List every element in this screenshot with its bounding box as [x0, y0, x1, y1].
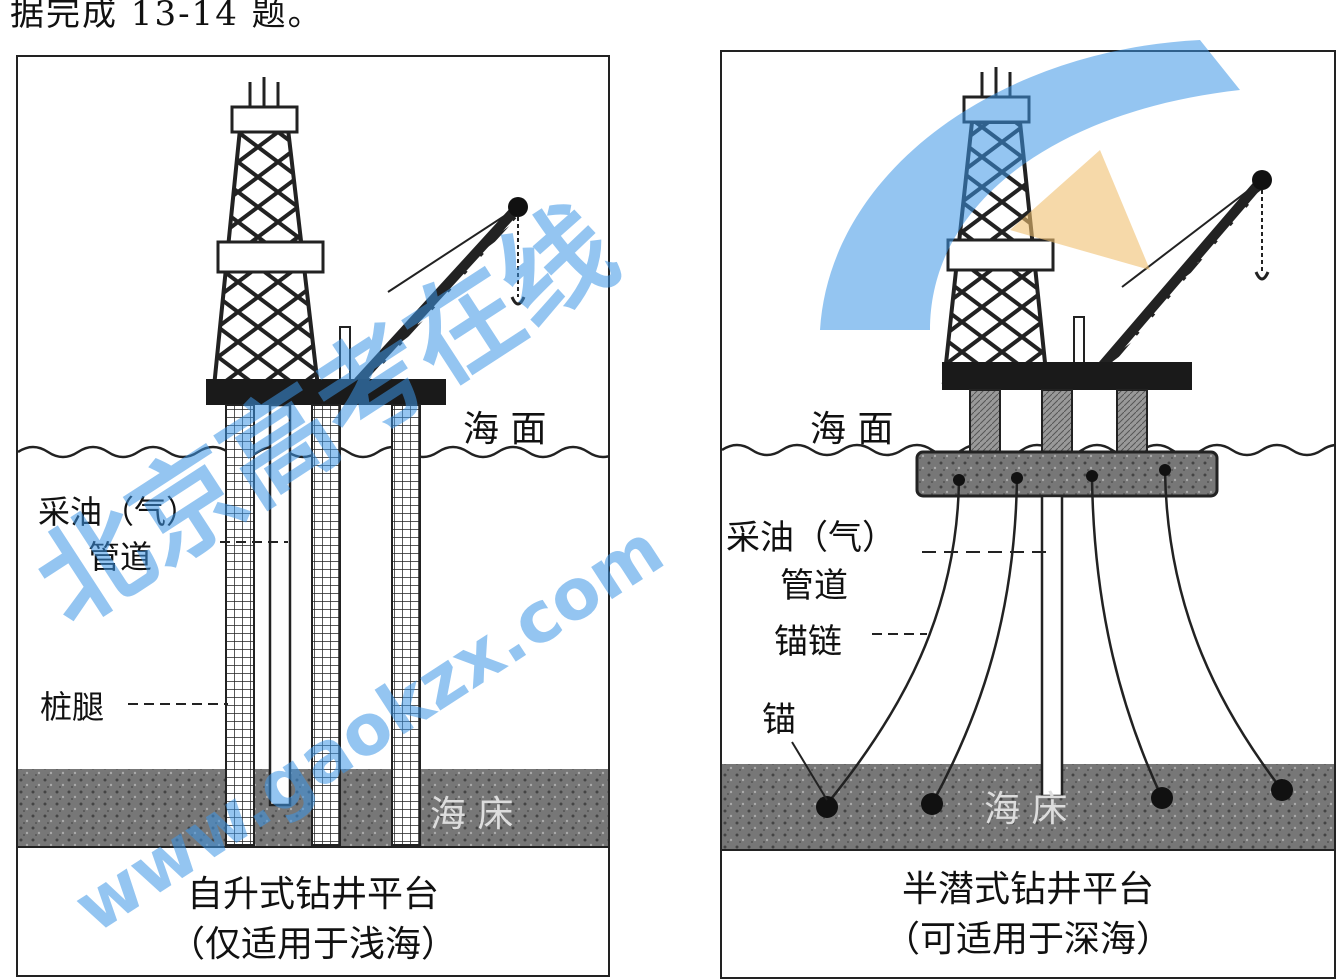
- crane-pulley: [508, 197, 528, 217]
- platform-leg: [391, 404, 421, 846]
- platform-deck: [942, 362, 1192, 390]
- sea-surface-wave: [722, 443, 1334, 457]
- pipeline-label-2: 管道: [88, 538, 153, 576]
- anchor-chains: [826, 469, 1283, 805]
- crane-arm: [1093, 176, 1266, 376]
- platform-leg: [311, 404, 341, 846]
- platform-leg: [225, 404, 255, 846]
- anchors: [816, 464, 1293, 818]
- right-caption-note: （可适用于深海）: [883, 919, 1172, 960]
- left-caption-note: （仅适用于浅海）: [168, 924, 457, 965]
- crane-hook: [1254, 271, 1270, 281]
- pipeline-label-2: 管道: [780, 566, 848, 606]
- header-text: 据完成 13-14 题。: [10, 0, 324, 34]
- left-caption-title: 自升式钻井平台: [186, 874, 439, 915]
- crane-arm: [354, 203, 522, 386]
- pontoon: [915, 450, 1219, 498]
- anchor-label: 锚: [762, 700, 796, 740]
- leg-label: 桩腿: [40, 688, 105, 726]
- jackup-platform-panel: 海 面 采油（气） 管道 桩腿 海 床 自升式钻井平台 （仅适用于浅海）: [16, 55, 610, 977]
- seabed-label: 海 床: [430, 794, 514, 835]
- right-caption-title: 半潜式钻井平台: [901, 869, 1154, 910]
- platform-column: [1041, 389, 1073, 459]
- oil-gas-pipeline: [268, 403, 292, 807]
- jackup-platform-drawing: [18, 77, 608, 848]
- platform-deck: [206, 379, 446, 405]
- oil-gas-pipeline: [1040, 494, 1064, 798]
- platform-column: [969, 389, 1001, 459]
- platform-column: [1116, 389, 1148, 459]
- sea-surface-label: 海 面: [810, 409, 894, 450]
- pipeline-label: 采油（气）: [38, 493, 199, 531]
- seabed-label: 海 床: [984, 789, 1068, 830]
- anchor-chain-label: 锚链: [774, 622, 842, 662]
- crane-pulley: [1252, 170, 1272, 190]
- pipeline-label: 采油（气）: [726, 518, 896, 558]
- crane-hook: [510, 296, 526, 306]
- semisub-platform-panel: 海 面 采油（气） 管道 锚链 锚 海 床 半潜式钻井平台 （可适用于深海）: [720, 50, 1336, 979]
- sea-surface-label: 海 面: [463, 409, 547, 450]
